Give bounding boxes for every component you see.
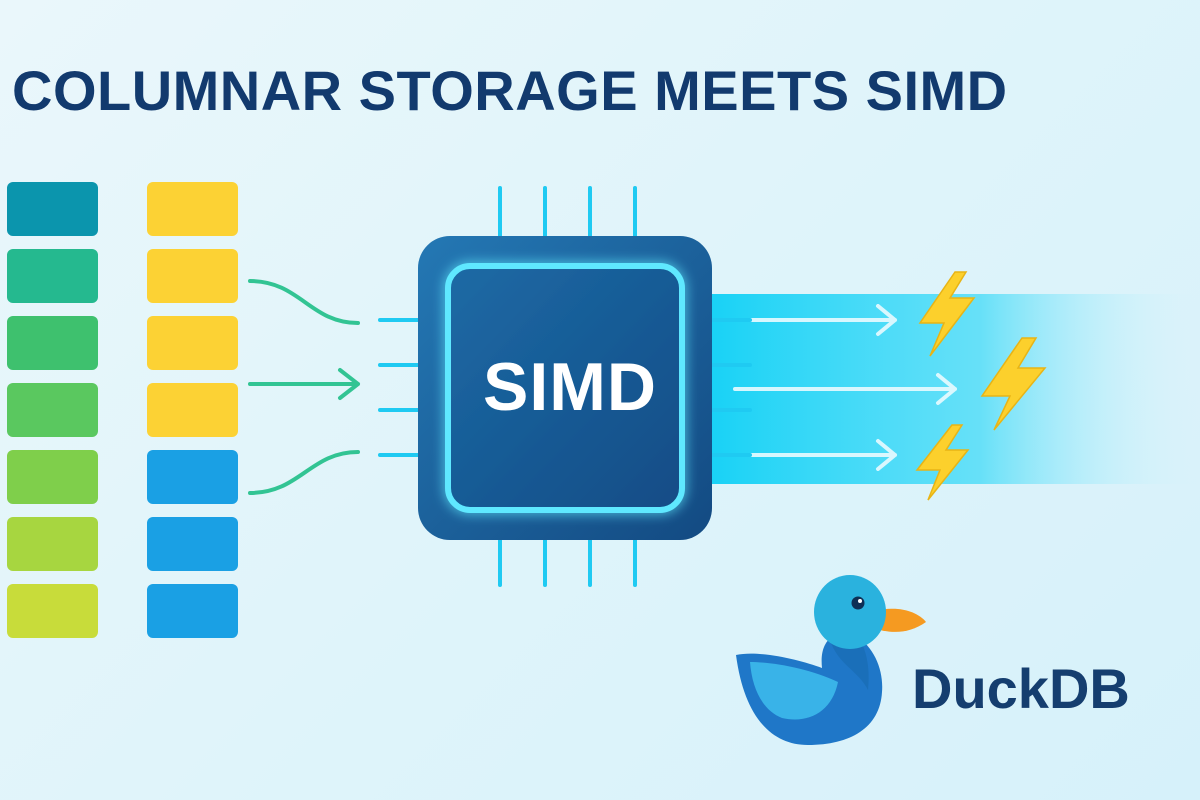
chip-label: SIMD xyxy=(483,349,657,425)
input-arrow-top xyxy=(248,279,360,325)
column-b-cell-6 xyxy=(147,517,238,571)
output-arrow-2 xyxy=(733,373,957,405)
duck-eye xyxy=(851,596,865,610)
column-b-cell-2 xyxy=(147,249,238,303)
storage-column-b xyxy=(147,182,238,638)
input-arrow-middle xyxy=(248,368,360,400)
input-arrows xyxy=(248,279,360,495)
cpu-chip-icon xyxy=(418,236,712,540)
duck-head xyxy=(814,575,886,649)
duck-neck xyxy=(830,636,869,690)
duck-logo-icon xyxy=(736,575,926,745)
column-a-cell-5 xyxy=(7,450,98,504)
storage-column-a xyxy=(7,182,98,638)
column-a-cell-2 xyxy=(7,249,98,303)
page-title: COLUMNAR STORAGE MEETS SIMD xyxy=(12,59,1008,122)
column-a-cell-7 xyxy=(7,584,98,638)
output-arrow-3 xyxy=(733,439,897,471)
lightning-bolt-icon xyxy=(980,337,1047,431)
column-b-cell-3 xyxy=(147,316,238,370)
column-a-cell-3 xyxy=(7,316,98,370)
output-arrow-1 xyxy=(733,304,897,336)
lightning-bolt-icon xyxy=(915,424,970,501)
column-a-cell-6 xyxy=(7,517,98,571)
column-b-cell-5 xyxy=(147,450,238,504)
column-a-cell-4 xyxy=(7,383,98,437)
chip-core xyxy=(445,263,685,513)
column-a-cell-1 xyxy=(7,182,98,236)
duck-beak xyxy=(880,608,926,632)
duck-wing xyxy=(750,662,838,720)
column-b-cell-4 xyxy=(147,383,238,437)
lightning-bolts xyxy=(915,271,1047,501)
duck-eye-highlight xyxy=(858,599,862,603)
input-arrow-bottom xyxy=(248,450,360,495)
column-b-cell-7 xyxy=(147,584,238,638)
lightning-bolt-icon xyxy=(918,271,976,357)
chip-pins xyxy=(378,186,752,587)
column-b-cell-1 xyxy=(147,182,238,236)
brand-name: DuckDB xyxy=(912,657,1130,720)
